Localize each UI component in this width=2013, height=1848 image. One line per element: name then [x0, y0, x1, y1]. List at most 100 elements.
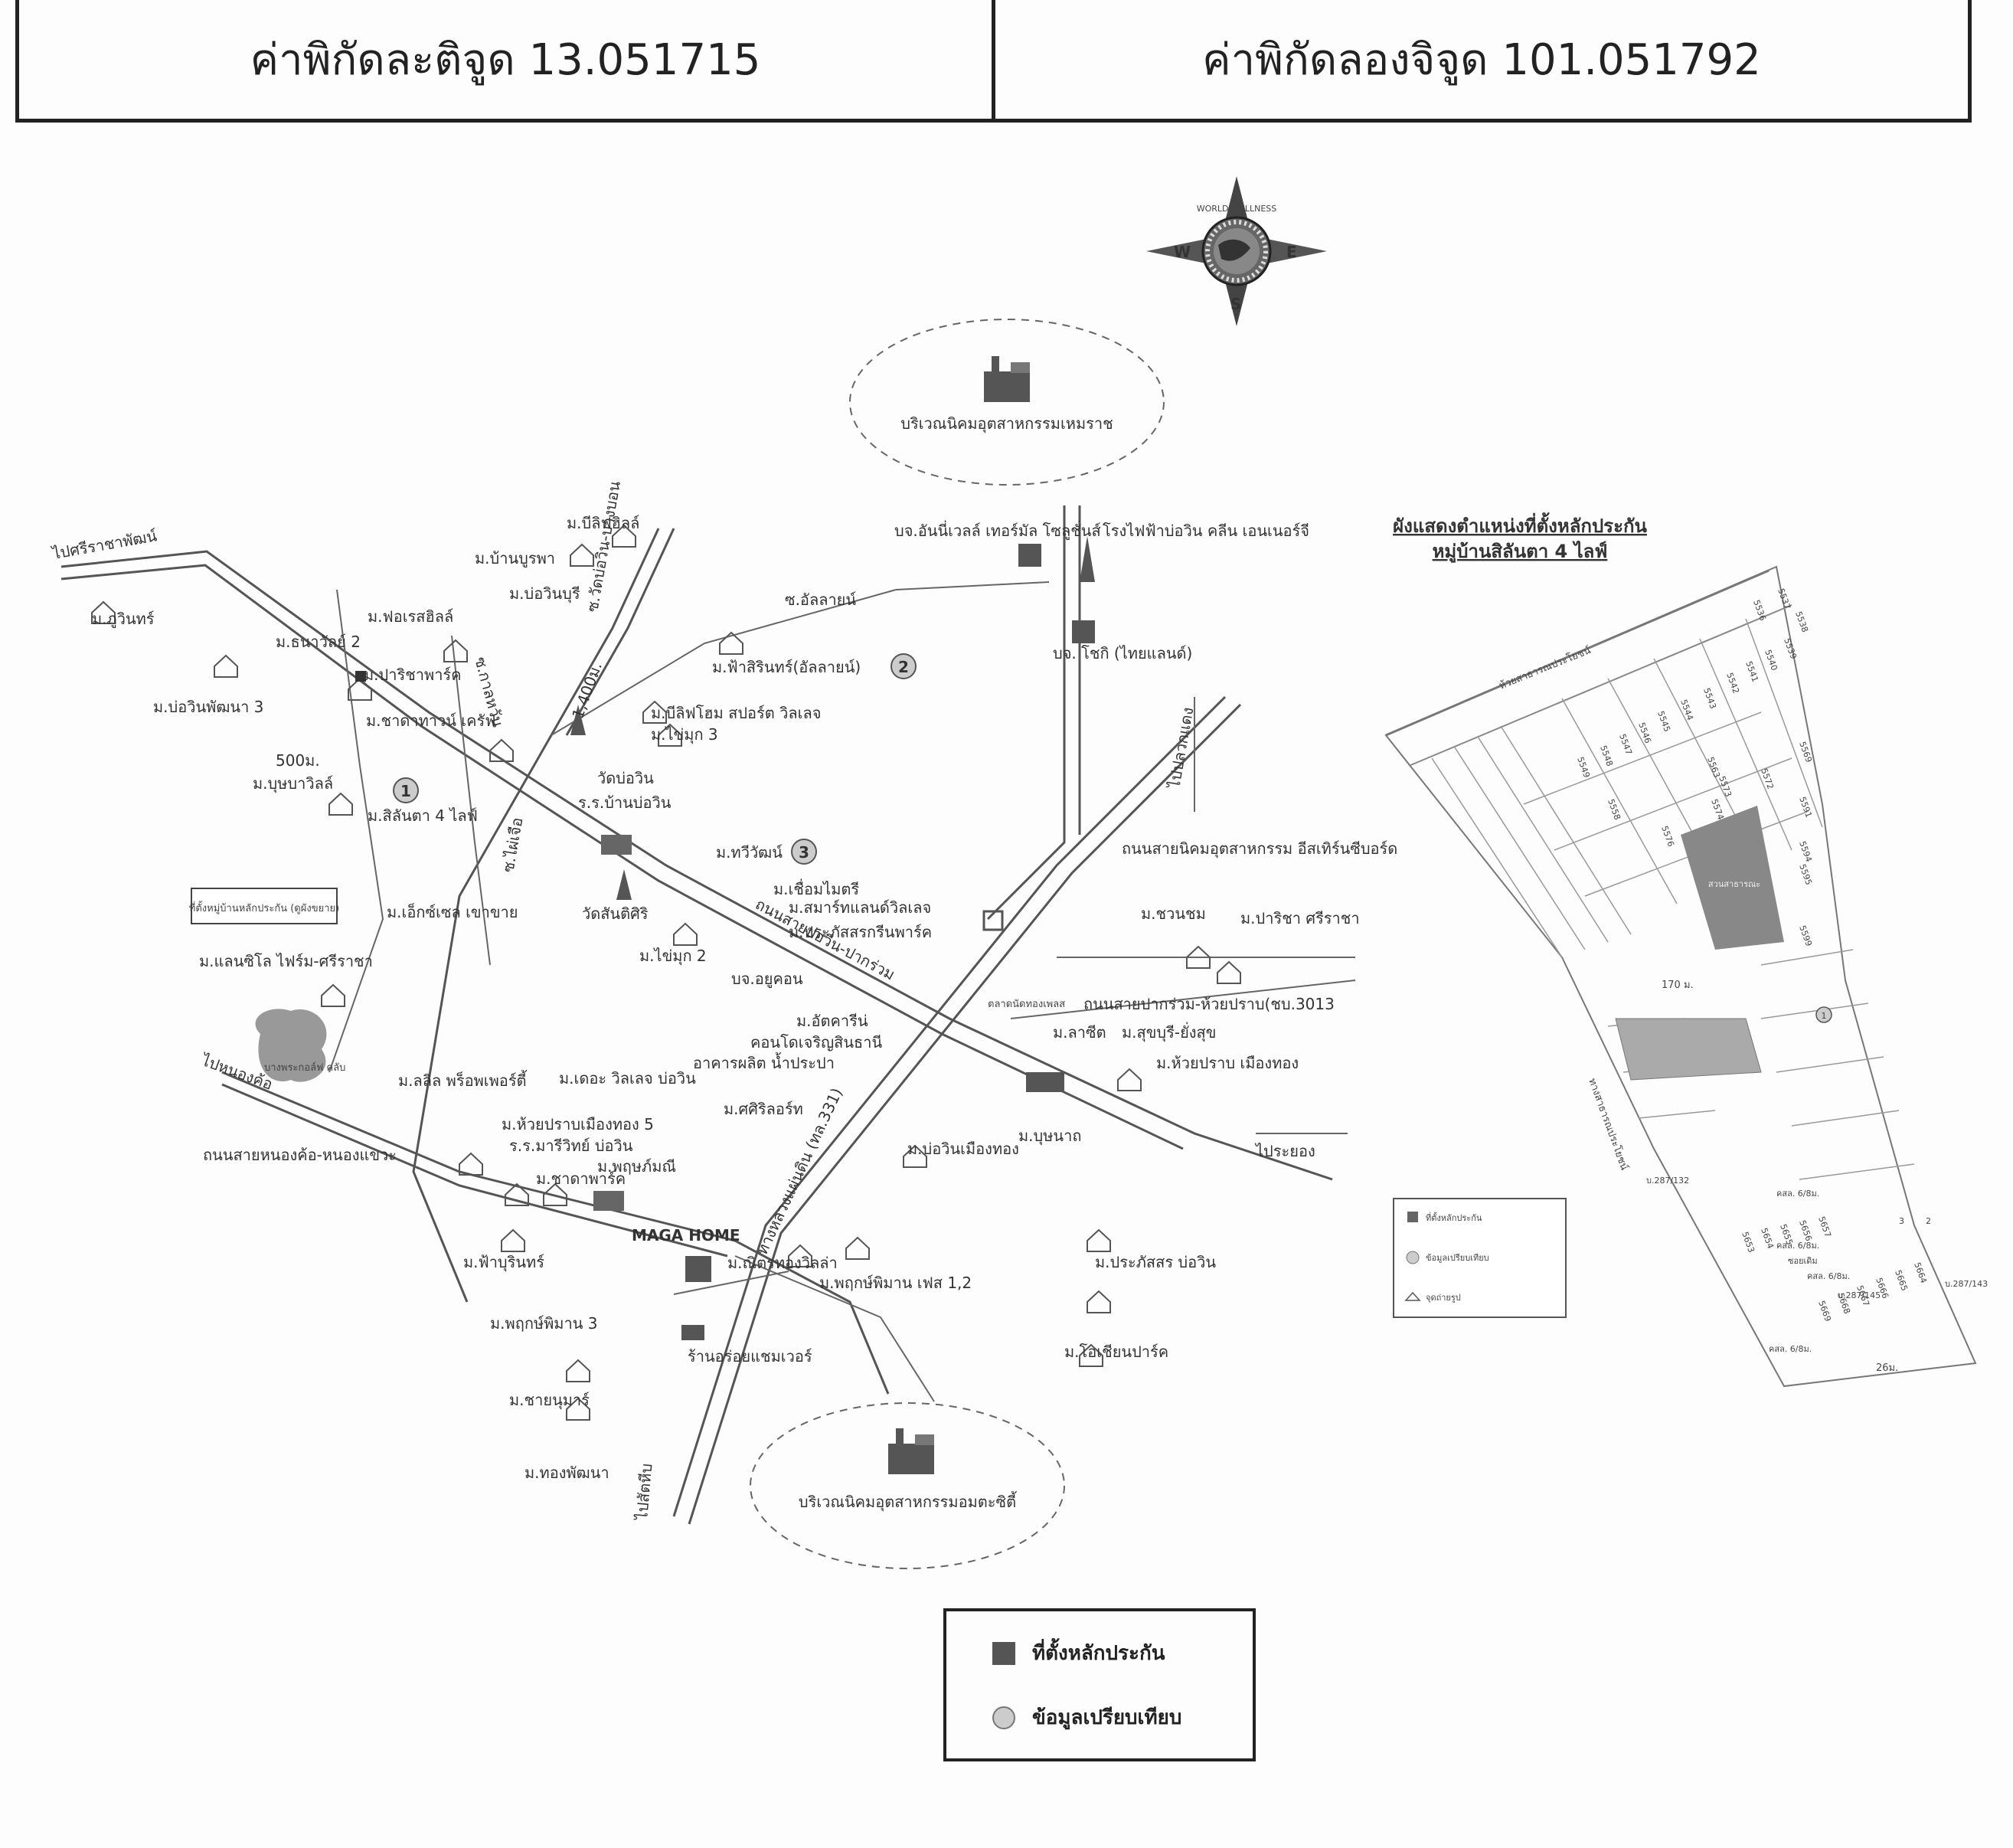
industrial-estate-south: บริเวณนิคมอุตสาหกรรมอมตะซิตี้: [750, 1402, 1065, 1569]
building-icon: [1026, 1072, 1064, 1092]
inset-plot-number: 5664: [1912, 1261, 1929, 1285]
compass-band: WORLD WELLNESS: [1197, 204, 1277, 214]
label-m-parichat: ม.ปาริชาพาร์ค: [364, 666, 462, 684]
label-factory: อาคารผลิต น้ำประปา: [693, 1052, 835, 1072]
label-m-kaimook3: ม.ไข่มุก 3: [651, 725, 718, 744]
factory-icon: [1018, 544, 1041, 567]
map-legend: ที่ตั้งหลักประกัน ข้อมูลเปรียบเทียบ: [943, 1608, 1256, 1761]
inset-road-fragment: ซอยเดิม: [1788, 1256, 1818, 1266]
label-to-samyaek: ไปสัตหีบ: [632, 1463, 656, 1523]
label-m-lansilo: ม.แลนซิโล ไฟร์ม-ศรีราชา: [199, 952, 373, 970]
label-company-yokohama: บจ. โชกิ (ไทยแลนด์): [1053, 644, 1192, 662]
temple-icon: [616, 869, 632, 900]
house-icon: [566, 1359, 590, 1382]
inset-common-area: สวนสาธารณะ: [1708, 879, 1760, 889]
label-m-sukbumrung: ม.สุขบุรี-ยั่งสุข: [1122, 1022, 1216, 1042]
label-market: ตลาดนัดทองเพลส: [988, 999, 1065, 1010]
inset-addr-145: บ.287/145: [1838, 1290, 1881, 1300]
inset-plot-number: 5594: [1797, 840, 1814, 864]
golf-area: [255, 1009, 327, 1082]
house-icon: [719, 631, 743, 655]
temple-icon: [570, 705, 586, 735]
label-m-chayanumart: ม.ชายนุมาร์: [509, 1391, 590, 1410]
label-m-pha-sirin: ม.ฟ้าสิรินทร์(อัลลายน์): [712, 658, 861, 676]
inset-plot-number: 5665: [1893, 1269, 1910, 1293]
house-icon: [1186, 945, 1211, 969]
map-labels: ไปศรีราชาพัฒน์ ม.ภูวินทร์ ม.บ่อวินพัฒนา …: [50, 479, 1398, 1522]
inset-plot-number: 5669: [1816, 1300, 1833, 1323]
school-icon: [593, 1191, 624, 1211]
label-m-bowin-buri: ม.บ่อวินบุรี: [509, 584, 580, 603]
compass-east: E: [1286, 243, 1297, 261]
inset-legend-security: ที่ตั้งหลักประกัน: [1426, 1212, 1482, 1223]
legend-row-comparison: ข้อมูลเปรียบเทียบ: [992, 1702, 1181, 1733]
label-m-exclusive: ม.เอ็กซ์เซล เขาขาย: [387, 902, 518, 921]
inset-plot-number: 5546: [1636, 721, 1653, 745]
label-m-chadtawan-craft: ม.ชาดาทาวน์ เครัฟ: [366, 711, 495, 730]
label-road-nongkho: ถนนสายหนองค้อ-หนองแขวะ: [203, 1146, 397, 1164]
house-icon: [566, 1397, 590, 1421]
legend-comparison-label: ข้อมูลเปรียบเทียบ: [1032, 1706, 1182, 1729]
security-location-label: ที่ตั้งหมู่บ้านหลักประกัน (ดูผังขยาย): [189, 901, 339, 914]
label-m-huaypramuang5: ม.ห้วยปราบเมืองทอง 5: [502, 1115, 654, 1133]
inset-plot-number: 5549: [1575, 756, 1592, 780]
label-store: ร้านอร่อยแชมเวอร์: [688, 1347, 812, 1366]
inset-plot-number: 5547: [1617, 733, 1634, 757]
house-icon: [505, 1182, 529, 1206]
label-m-kuwin: ม.ภูวินทร์: [92, 610, 155, 629]
label-m-sirichon: ม.ศศิริลอร์ท: [724, 1100, 803, 1118]
label-school-mariwit: ร.ร.มารีวิทย์ บ่อวิน: [509, 1137, 633, 1155]
inset-plot-number: 5539: [1782, 637, 1799, 661]
label-soi-allying: ซ.อัลลายน์: [785, 590, 856, 609]
label-wat-santisiri: วัดสันติศิริ: [582, 904, 649, 923]
label-m-silanta4: ม.สิลันตา 4 ไลฟ์: [368, 806, 478, 825]
building-icon: [685, 1256, 711, 1282]
label-condo: คอนโดเจริญสินธานี: [750, 1033, 882, 1052]
label-dist-500: 500ม.: [276, 751, 320, 770]
house-icon: [658, 723, 682, 747]
label-m-juntongvilla: ม.ณิตรทองวิลล่า: [727, 1254, 838, 1272]
house-icon: [570, 543, 594, 567]
label-m-mb-hill: ม.บีลิฟฮิลล์: [567, 514, 639, 532]
marker-1: 1: [400, 782, 411, 800]
inset-legend-photo: จุดถ่ายรูป: [1426, 1293, 1461, 1303]
label-m-huaypram: ม.ห้วยปราบ เมืองทอง: [1156, 1054, 1299, 1072]
label-m-smart-land: ม.สมาร์ทแลนด์วิลเลจ: [789, 898, 931, 917]
inset-marker-3: 3: [1899, 1216, 1904, 1226]
label-m-thanawan2: ม.ธนาวัลย์ 2: [276, 633, 361, 651]
house-icon: [845, 1236, 870, 1260]
school-icon: [601, 835, 632, 855]
label-road-eastern: ถนนสายนิคมอุตสาหกรรม อีสเทิร์นซีบอร์ด: [1122, 839, 1397, 859]
inset-plot-number: 5657: [1816, 1215, 1833, 1239]
house-icon: [543, 1182, 567, 1206]
factory-icon: [1072, 620, 1095, 643]
label-m-bowin-pattana3: ม.บ่อวินพัฒนา 3: [153, 698, 263, 716]
compass-south: S: [1230, 295, 1241, 313]
factory-icon: [984, 356, 1030, 402]
inset-plot-grid: [1431, 618, 1915, 1180]
label-m-pruekpiman3: ม.พฤกษ์พิมาน 3: [490, 1314, 597, 1333]
house-icon: [328, 792, 353, 816]
label-m-bowinmuangthong: ม.บ่อวินเมืองทอง: [907, 1140, 1019, 1158]
inset-plot-number: 5538: [1793, 610, 1810, 634]
inset-dist-170: 170 ม.: [1662, 980, 1694, 991]
house-icon: [673, 922, 698, 946]
label-dist-1400: 1,400ม.: [568, 659, 606, 721]
label-m-kaimook2: ม.ไข่มุก 2: [639, 947, 707, 966]
house-icon: [489, 738, 514, 762]
inset-title-line2: หมู่บ้านสิลันตา 4 ไลฟ์: [1433, 540, 1608, 563]
house-icon: [642, 700, 667, 724]
label-to-plenit: ไปปลวกแดง: [1165, 706, 1198, 791]
compass-west: W: [1174, 243, 1191, 261]
label-to-rayong: ไประยอง: [1254, 1142, 1315, 1160]
inset-lane-c: คสล. 6/8ม.: [1807, 1271, 1850, 1281]
circle-markers: 1 2 3: [393, 653, 917, 865]
inset-road-top: ห้วยสาธารณประโยชน์: [1498, 644, 1593, 692]
inset-addr-143: บ.287/143: [1945, 1279, 1988, 1289]
inset-plot-number: 5540: [1763, 649, 1779, 672]
inset-addr-132: บ.287/132: [1646, 1176, 1689, 1186]
industrial-north-label: บริเวณนิคมอุตสาหกรรมเหมราช: [900, 414, 1113, 433]
inset-plot-number: 5541: [1743, 660, 1760, 684]
